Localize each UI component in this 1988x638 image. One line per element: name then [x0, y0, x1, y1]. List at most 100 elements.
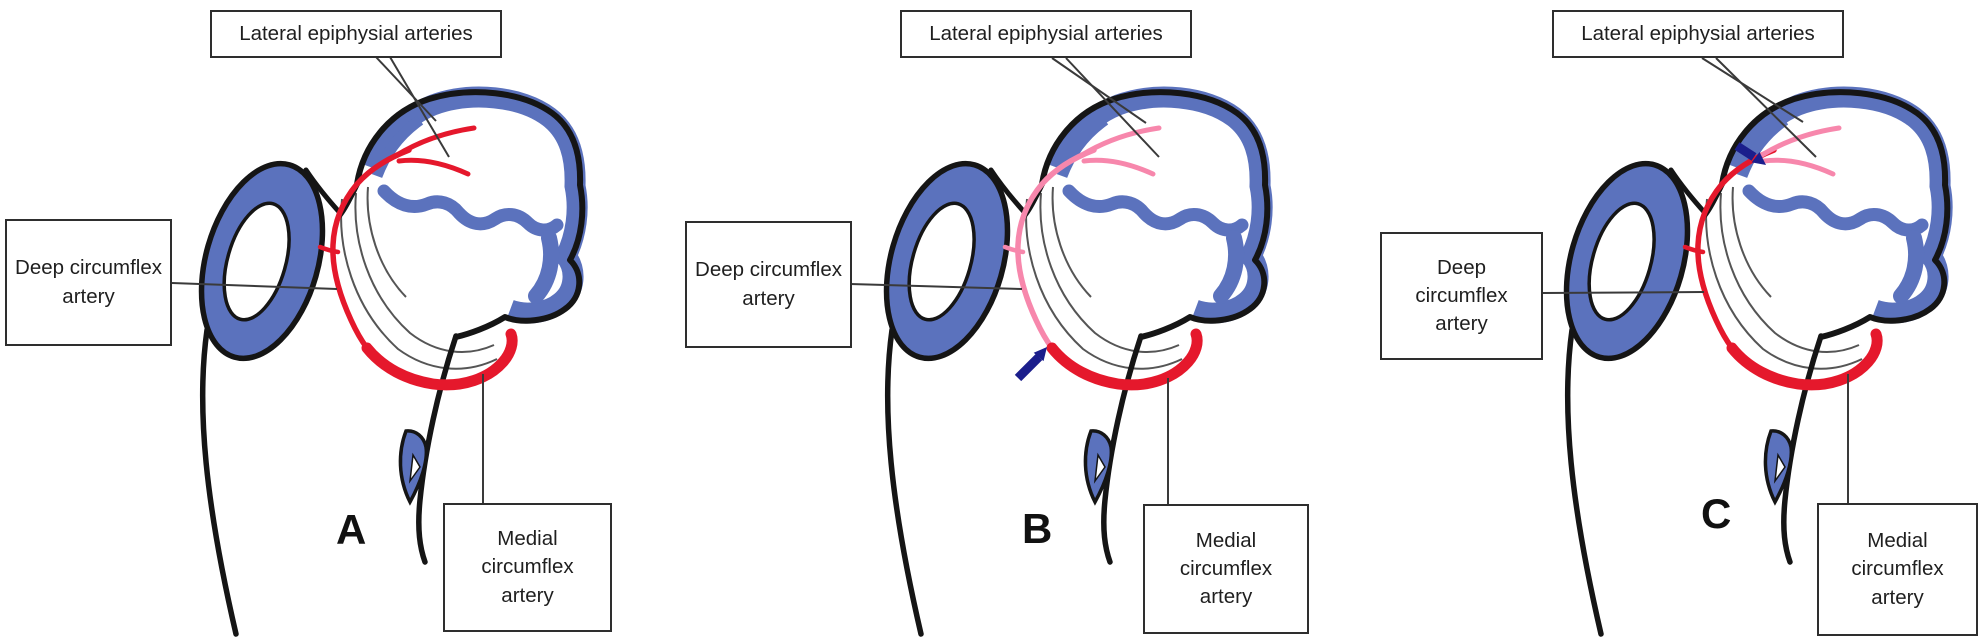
physis-stripe	[1062, 184, 1249, 237]
femoral-head-outline-stroke	[1719, 89, 1951, 340]
leader-lines	[849, 57, 1169, 504]
leader-line-lateral-1	[1051, 57, 1147, 124]
lateral-epiphysial-branch-lower	[1081, 157, 1156, 177]
leader-line-deep	[849, 283, 1023, 290]
label-text: Lateral epiphysial arteries	[239, 21, 473, 45]
leader-lines	[171, 56, 484, 503]
deep-circumflex-artery-path	[1695, 147, 1777, 351]
physis-stripe	[1742, 184, 1929, 237]
lateral-shaft-outline	[199, 327, 239, 637]
medial-shaft-outline	[1101, 333, 1144, 565]
metaphysis-blue-blob	[1893, 230, 1924, 304]
label-lateral-epiphysial-arteries: Lateral epiphysial arteries	[210, 10, 502, 58]
panel-a: Lateral epiphysial arteries Deep circumf…	[0, 0, 663, 638]
bone-anatomy	[1563, 86, 1953, 637]
bone-anatomy	[198, 86, 588, 637]
leader-line-deep	[1542, 291, 1705, 294]
physis-stripe	[377, 184, 564, 237]
neck-line-1	[1025, 198, 1183, 370]
label-medial-circumflex-artery: Medial circumflex artery	[1143, 504, 1309, 634]
lateral-epiphysial-branch-lower	[1761, 157, 1836, 177]
label-deep-circumflex-artery: Deep circumflex artery	[5, 219, 172, 346]
greater-trochanter	[1563, 160, 1691, 362]
epiphysis-rim-upper-left	[1056, 115, 1109, 179]
neck-line-3	[1051, 186, 1092, 298]
arrow-shaft	[1734, 142, 1757, 161]
lateral-shaft-outline	[884, 327, 924, 637]
restored-flow-arrow	[1734, 142, 1766, 165]
panel-letter-a: A	[336, 506, 367, 553]
label-text: Lateral epiphysial arteries	[1581, 21, 1815, 45]
arteries	[1682, 125, 1883, 391]
medial-shaft-outline	[416, 333, 459, 565]
leader-line-lateral-2	[389, 56, 450, 158]
epiphysis-rim	[363, 86, 588, 324]
leader-line-lateral-2	[1065, 57, 1160, 158]
neck-line-2	[1719, 192, 1860, 354]
deep-circumflex-stub	[1682, 244, 1706, 255]
neck-line-1	[340, 198, 498, 370]
leader-line-lateral-2	[1715, 57, 1817, 158]
neck-line-3	[366, 186, 407, 298]
metaphysis-blue-blob	[528, 230, 559, 304]
medial-circumflex-artery-path	[1046, 328, 1203, 391]
lesser-trochanter-vessel-lumen	[408, 452, 421, 484]
leader-lines	[1542, 57, 1849, 503]
label-text: Deep circumflex artery	[15, 256, 162, 308]
label-medial-circumflex-artery: Medial circumflex artery	[1817, 503, 1978, 636]
lateral-shaft-outline	[1564, 327, 1604, 637]
deep-circumflex-artery-path	[1015, 147, 1097, 351]
epiphysis-rim	[1728, 86, 1953, 324]
neck-line-1	[1705, 198, 1863, 370]
arrow-head	[1751, 152, 1766, 165]
deep-circumflex-stub	[1002, 244, 1026, 255]
epiphysis-rim-upper-left	[371, 115, 424, 179]
epiphysis-rim-upper-left	[1736, 115, 1789, 179]
label-text: Deep circumflex artery	[695, 258, 842, 310]
neck-line-2	[1039, 192, 1180, 354]
lateral-epiphysial-branch-upper	[1759, 125, 1842, 158]
panel-letter-b: B	[1022, 505, 1053, 552]
neck-line-2	[354, 192, 495, 354]
leader-line-deep	[171, 282, 338, 290]
leader-line-lateral-1	[1701, 57, 1804, 123]
lesser-trochanter-vessel-lumen	[1093, 452, 1106, 484]
deep-circumflex-artery-path	[330, 147, 412, 351]
medial-shaft-outline	[1781, 333, 1824, 565]
label-lateral-epiphysial-arteries: Lateral epiphysial arteries	[900, 10, 1192, 58]
lesser-trochanter-vessel-lumen	[1773, 452, 1786, 484]
label-text: Lateral epiphysial arteries	[929, 21, 1163, 45]
arteries	[317, 125, 518, 391]
label-text: Medial circumflex artery	[1851, 529, 1944, 609]
panel-letter-c: C	[1701, 490, 1732, 537]
arrow-shaft	[1014, 353, 1043, 382]
label-lateral-epiphysial-arteries: Lateral epiphysial arteries	[1552, 10, 1844, 58]
arteries	[1002, 125, 1203, 391]
medial-circumflex-artery-path	[361, 328, 518, 391]
medial-circumflex-artery-path	[1726, 328, 1883, 391]
epiphysis-rim	[1048, 86, 1273, 324]
femoral-head-outline-stroke	[354, 89, 586, 340]
panel-b: Lateral epiphysial arteries Deep circumf…	[660, 0, 1323, 638]
femur-illustration-c	[1542, 57, 1953, 637]
label-text: Deep circumflex artery	[1415, 255, 1508, 336]
label-medial-circumflex-artery: Medial circumflex artery	[443, 503, 612, 632]
lateral-epiphysial-branch-upper	[394, 125, 477, 158]
label-text: Medial circumflex artery	[1179, 528, 1273, 609]
femur-illustration-b	[849, 57, 1273, 637]
arrow-head	[1033, 347, 1047, 362]
greater-trochanter	[883, 160, 1011, 362]
greater-trochanter	[198, 160, 326, 362]
neck-line-3	[1731, 186, 1772, 298]
blocked-flow-arrow	[1014, 347, 1047, 382]
lateral-epiphysial-branch-upper	[1079, 125, 1162, 158]
bone-anatomy	[883, 86, 1273, 637]
leader-line-lateral-1	[375, 56, 437, 122]
label-deep-circumflex-artery: Deep circumflex artery	[1380, 232, 1543, 360]
deep-circumflex-stub	[317, 244, 341, 255]
panel-c: Lateral epiphysial arteries Deep circumf…	[1320, 0, 1988, 638]
metaphysis-blue-blob	[1213, 230, 1244, 304]
lateral-epiphysial-branch-lower	[396, 157, 471, 177]
label-text: Medial circumflex artery	[481, 527, 574, 607]
